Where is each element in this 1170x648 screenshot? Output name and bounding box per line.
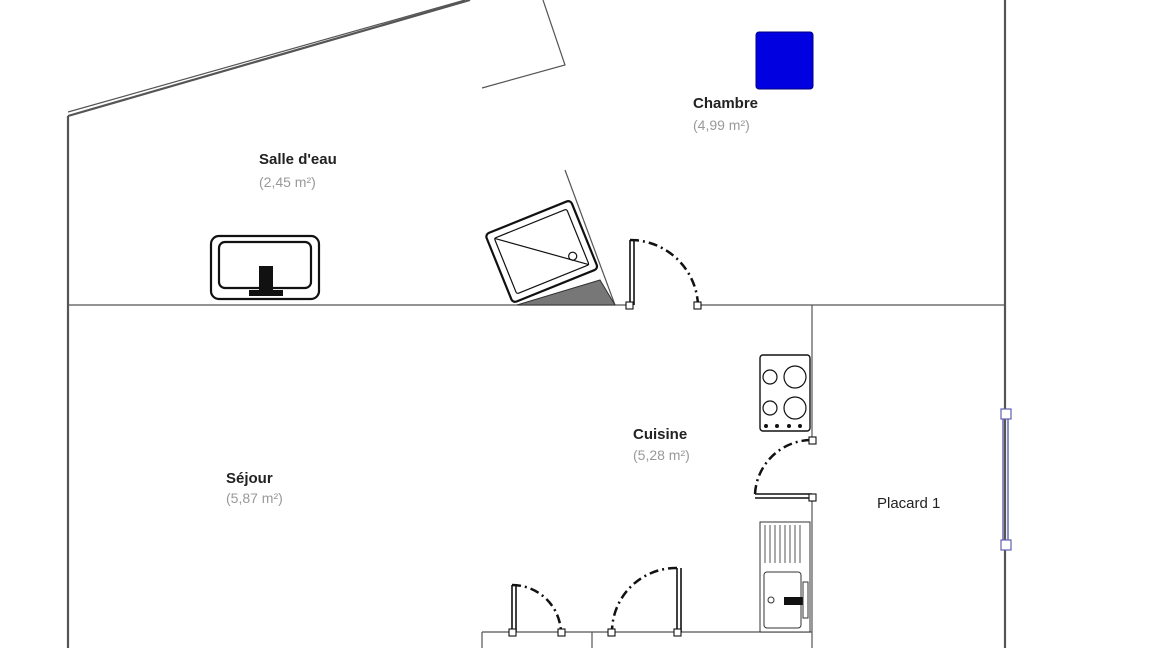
room-area: (5,28 m²) bbox=[633, 447, 690, 463]
shower-tray-icon[interactable] bbox=[485, 200, 599, 303]
room-area: (2,45 m²) bbox=[259, 174, 316, 190]
door-icon-bedroom[interactable] bbox=[625, 238, 702, 310]
sink-icon[interactable] bbox=[209, 234, 321, 301]
walls bbox=[66, 0, 1007, 648]
shower-base bbox=[516, 279, 616, 306]
room-label-salle-deau[interactable]: Salle d'eau (2,45 m²) bbox=[259, 151, 337, 190]
selected-object-square[interactable] bbox=[755, 31, 814, 90]
room-area: (5,87 m²) bbox=[226, 490, 283, 506]
room-name: Cuisine bbox=[633, 426, 687, 443]
closet-label[interactable]: Placard 1 bbox=[877, 495, 940, 512]
door-icon-bottom-left[interactable] bbox=[508, 583, 566, 637]
sloped-roof-wall[interactable] bbox=[67, 0, 471, 118]
door-icon-bottom-right[interactable] bbox=[607, 566, 682, 637]
cooktop-icon[interactable] bbox=[759, 354, 811, 432]
window-icon[interactable] bbox=[1000, 408, 1012, 551]
door-icon-closet[interactable] bbox=[753, 436, 817, 502]
dormer-wall[interactable] bbox=[481, 0, 566, 89]
room-label-sejour[interactable]: Séjour (5,87 m²) bbox=[226, 470, 283, 506]
room-name: Séjour bbox=[226, 470, 273, 487]
room-area: (4,99 m²) bbox=[693, 117, 750, 133]
kitchen-sink-icon[interactable] bbox=[759, 521, 811, 633]
room-name: Salle d'eau bbox=[259, 151, 337, 168]
room-name: Chambre bbox=[693, 95, 758, 112]
sloped-roof-wall-inner bbox=[67, 0, 466, 113]
room-label-cuisine[interactable]: Cuisine (5,28 m²) bbox=[633, 426, 690, 463]
shower-wall bbox=[564, 169, 616, 306]
room-label-chambre[interactable]: Chambre (4,99 m²) bbox=[693, 95, 758, 133]
